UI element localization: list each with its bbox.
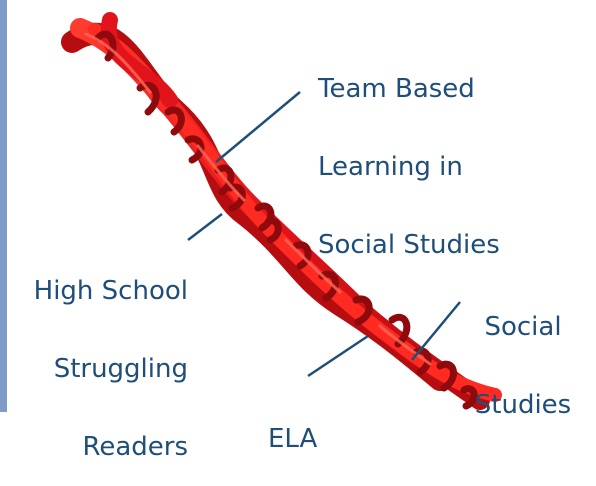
label-line: Studies — [474, 390, 572, 420]
rope-highlights — [84, 32, 432, 366]
label-social-studies: Social Studies — [468, 262, 578, 444]
leader-line-ela — [307, 334, 369, 378]
leader-line-social-studies — [411, 301, 461, 361]
label-team-based-learning: Team Based Learning in Social Studies — [318, 24, 500, 284]
leader-lines — [187, 91, 461, 378]
rope-twists — [94, 30, 478, 410]
braided-rope-icon — [61, 12, 502, 410]
label-line: ELA — [268, 424, 318, 454]
leader-line-team-based — [215, 91, 301, 163]
label-line: Struggling — [53, 354, 188, 384]
label-line: Social — [484, 312, 562, 342]
label-line: High School — [33, 276, 188, 306]
label-ela: ELA — [268, 374, 317, 478]
label-line: Readers — [82, 432, 188, 462]
leader-line-high-school — [187, 213, 223, 241]
label-line: Team Based — [318, 74, 475, 104]
slide-left-accent-bar — [0, 0, 7, 412]
label-line: Learning in — [318, 152, 463, 182]
label-high-school-struggling-readers: High School Struggling Readers — [8, 226, 188, 486]
label-line: Social Studies — [318, 230, 500, 260]
